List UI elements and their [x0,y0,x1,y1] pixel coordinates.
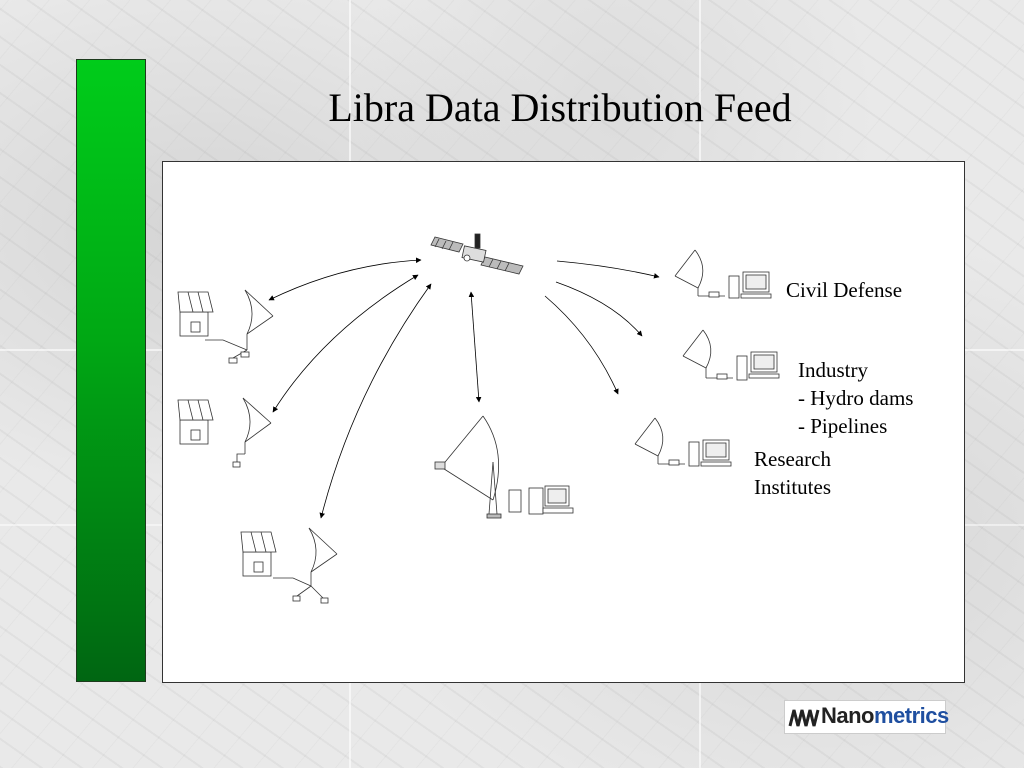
label-hydro-dams: - Hydro dams [798,386,914,410]
logo-text: Nanometrics [821,703,949,729]
ground-station-left-3 [240,527,338,604]
nanometrics-logo: Nanometrics [784,700,949,734]
client-station-industry [682,329,780,381]
label-pipelines: - Pipelines [798,414,888,438]
satellite-icon [430,233,524,275]
diagram-panel: Civil Defense Industry - Hydro dams - Pi… [162,161,965,683]
label-civil-defense: Civil Defense [786,278,903,302]
client-station-civil-defense [674,249,772,299]
link-arrows [268,257,660,519]
label-institutes: Institutes [754,475,831,499]
label-research: Research [754,447,831,471]
ground-station-left-2 [177,397,272,468]
logo-text-metrics: metrics [874,703,949,728]
client-station-research [634,417,732,467]
ground-station-left-1 [177,289,274,364]
slide-title: Libra Data Distribution Feed [328,85,792,130]
hub-station [434,415,574,519]
green-accent-bar [76,59,146,682]
nanometrics-logo-mark-icon [788,709,820,727]
distribution-diagram [177,233,780,604]
logo-text-nano: Nano [821,703,875,728]
label-industry: Industry [798,358,868,382]
